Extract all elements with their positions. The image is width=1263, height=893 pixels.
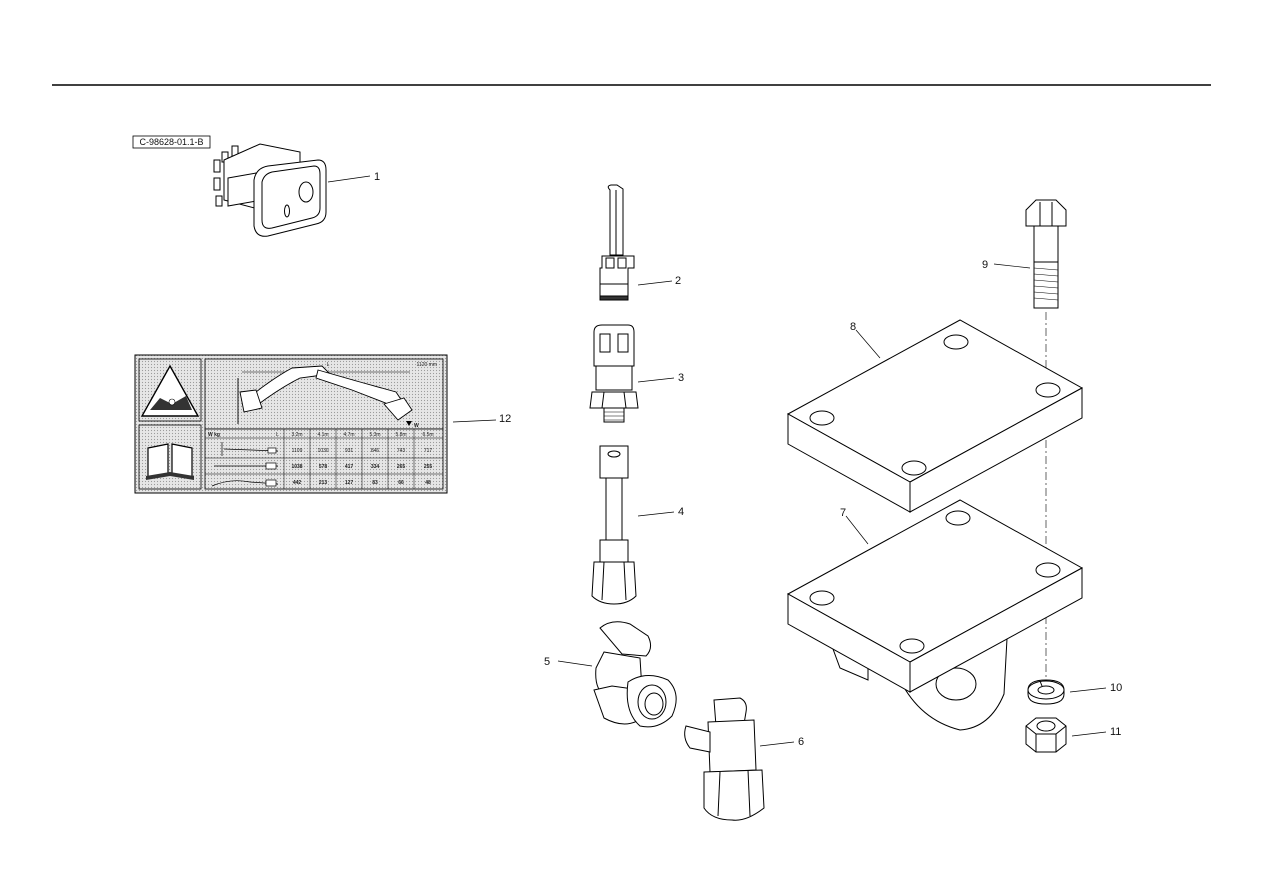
callout-12: 12	[499, 413, 511, 425]
chart-cell: 83	[372, 480, 378, 486]
chart-cell: 717	[424, 448, 433, 454]
callout-8: 8	[850, 321, 856, 333]
part-11-hex-nut	[1025, 717, 1067, 753]
chart-col-header: 5.8m	[395, 432, 406, 438]
part-10-lock-washer	[1027, 679, 1065, 705]
chart-model-label: 1120 mm	[417, 362, 437, 368]
chart-cell: 334	[371, 464, 380, 470]
part-6-tee-fitting	[684, 697, 765, 821]
chart-cell: 743	[397, 448, 406, 454]
chart-cell: 213	[319, 480, 328, 486]
chart-col-header: 6.5m	[422, 432, 433, 438]
callout-9: 9	[982, 259, 988, 271]
chart-col-header: 3.2m	[291, 432, 302, 438]
callout-4: 4	[678, 506, 684, 518]
callout-7: 7	[840, 507, 846, 519]
chart-cell: 127	[345, 480, 354, 486]
chart-cell: 48	[425, 480, 431, 486]
chart-weight-label: W	[414, 423, 419, 429]
chart-cell: 255	[424, 464, 433, 470]
chart-cell: 846	[371, 448, 380, 454]
callout-6: 6	[798, 736, 804, 748]
load-chart-table: 3.2m 4.1m 4.7m 5.3m 5.8m 6.5m 1109 1030 931 846 74…	[291, 432, 433, 486]
chart-cell: 1109	[292, 448, 303, 454]
part-2-connector-plug	[599, 184, 635, 301]
part-12-load-chart-decal: L 1120 mm W W kg L	[134, 354, 448, 494]
part-5-elbow-fitting	[593, 621, 677, 728]
drawing-ref-box: C-98628-01.1-B	[132, 135, 211, 149]
callout-2: 2	[675, 275, 681, 287]
chart-cell: 1030	[317, 448, 328, 454]
drawing-ref-label: C-98628-01.1-B	[139, 137, 203, 147]
chart-cell: 66	[398, 480, 404, 486]
callout-5: 5	[544, 656, 550, 668]
chart-col-l: L	[276, 432, 279, 438]
chart-col-header: 5.3m	[369, 432, 380, 438]
chart-cell: 417	[345, 464, 354, 470]
part-4-adapter-tube	[591, 445, 637, 605]
callout-10: 10	[1110, 682, 1122, 694]
part-3-pressure-sensor	[589, 324, 639, 423]
chart-col-header: 4.7m	[343, 432, 354, 438]
chart-cell: 442	[293, 480, 302, 486]
part-1-rocker-switch	[213, 143, 327, 237]
chart-cell: 931	[345, 448, 354, 454]
chart-cell: 578	[319, 464, 328, 470]
part-9-bolt	[1025, 199, 1067, 309]
chart-reach-label: L	[327, 362, 330, 368]
chart-cell: 265	[397, 464, 406, 470]
callout-3: 3	[678, 372, 684, 384]
chart-col-w: W kg	[208, 432, 220, 438]
chart-col-header: 4.1m	[317, 432, 328, 438]
callout-1: 1	[374, 171, 380, 183]
part-7-bracket	[786, 499, 1084, 731]
chart-cell: 1038	[291, 464, 302, 470]
part-8-plate	[786, 319, 1084, 513]
callout-11: 11	[1110, 726, 1121, 738]
